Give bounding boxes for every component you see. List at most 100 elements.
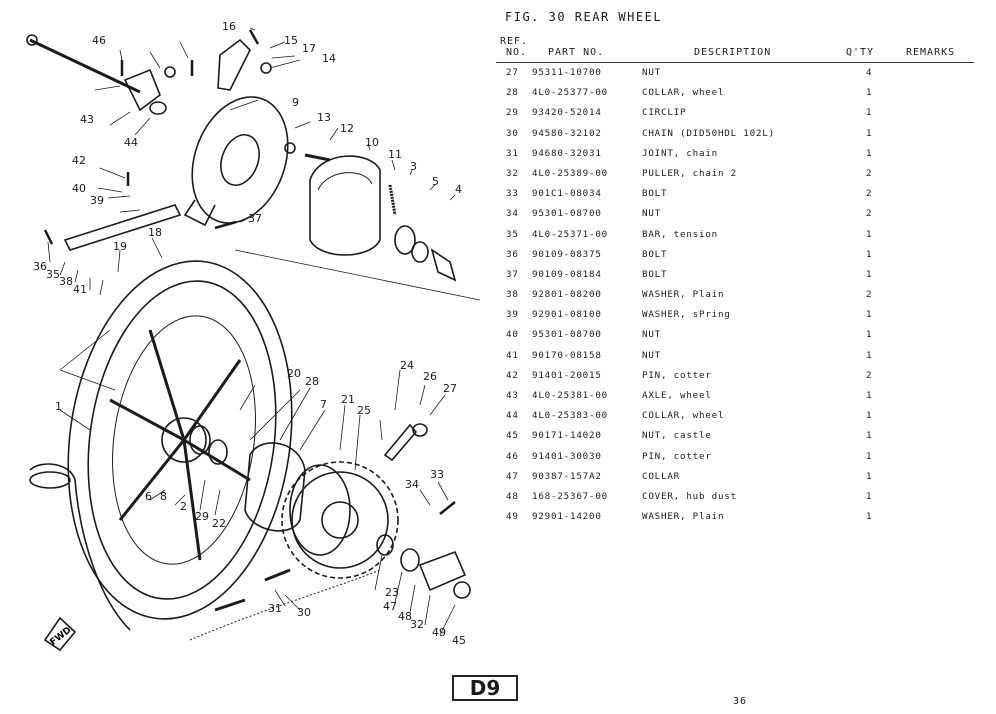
header-ref-no: NO.: [506, 47, 528, 58]
part-number-cell: 91401-30030: [532, 450, 602, 462]
washer-13-shape: [284, 142, 296, 154]
qty-cell: 1: [866, 228, 873, 240]
callout-7: 7: [320, 398, 327, 411]
callout-11: 11: [388, 148, 402, 161]
part-number-cell: 4L0-25389-00: [532, 167, 608, 179]
ref-cell: 45: [506, 430, 519, 442]
wheel-collar-left: [149, 101, 167, 115]
callout-3: 3: [410, 160, 417, 173]
callout-15: 15: [284, 34, 298, 47]
chain-shape: [189, 569, 381, 641]
page-number: 36: [733, 696, 748, 707]
ref-cell: 33: [506, 188, 519, 200]
description-cell: BOLT: [642, 188, 668, 200]
callout-30: 30: [297, 606, 311, 619]
callout-18: 18: [148, 226, 162, 239]
part-number-cell: 95301-08700: [532, 329, 602, 341]
callout-20: 20: [287, 367, 301, 380]
callout-28: 28: [305, 375, 319, 388]
part-number-cell: 94680-32031: [532, 147, 602, 159]
callout-12: 12: [340, 122, 354, 135]
sprocket-shape: [291, 471, 389, 569]
description-cell: PULLER, chain 2: [642, 167, 737, 179]
qty-cell: 2: [866, 289, 873, 301]
header-part-no: PART NO.: [548, 47, 605, 58]
sprocket-hub-shape: [244, 442, 306, 532]
qty-cell: 1: [866, 450, 873, 462]
qty-cell: 1: [866, 268, 873, 280]
chain-puller-right: [418, 550, 467, 592]
callout-49: 49: [432, 626, 446, 639]
part-number-cell: 93420-52014: [532, 107, 602, 119]
description-cell: COLLAR, wheel: [642, 87, 725, 99]
assembly-guide-lines: [59, 249, 481, 441]
description-cell: NUT: [642, 208, 661, 220]
header-qty: Q'TY: [846, 47, 875, 58]
hub-shape: [161, 417, 207, 463]
ref-cell: 48: [506, 490, 519, 502]
description-cell: WASHER, Plain: [642, 511, 725, 523]
part-number-cell: 91401-20015: [532, 369, 602, 381]
description-cell: NUT: [642, 329, 661, 341]
description-cell: WASHER, Plain: [642, 289, 725, 301]
description-cell: COVER, hub dust: [642, 490, 737, 502]
section-badge: D9: [452, 675, 518, 701]
callout-24: 24: [400, 359, 414, 372]
ref-cell: 42: [506, 369, 519, 381]
ref-cell: 49: [506, 511, 519, 523]
ref-cell: 39: [506, 309, 519, 321]
ref-cell: 43: [506, 390, 519, 401]
qty-cell: 1: [866, 430, 873, 442]
part-number-cell: 95301-08700: [532, 208, 602, 220]
callout-37: 37: [248, 212, 262, 225]
qty-cell: 1: [866, 87, 873, 99]
callout-32: 32: [410, 618, 424, 631]
callout-39: 39: [90, 194, 104, 207]
callout-23: 23: [385, 586, 399, 599]
ref-cell: 27: [506, 67, 519, 78]
callout-14: 14: [322, 52, 336, 65]
header-ref-top: REF.: [500, 36, 529, 47]
part-number-cell: 90171-14020: [532, 430, 602, 442]
callout-4: 4: [455, 183, 462, 196]
callout-29: 29: [195, 510, 209, 523]
description-cell: WASHER, sPring: [642, 309, 731, 321]
callout-9: 9: [292, 96, 299, 109]
part-number-cell: 92901-14200: [532, 511, 602, 523]
ref-cell: 34: [506, 208, 519, 220]
callout-21: 21: [341, 393, 355, 406]
callout-19: 19: [113, 240, 127, 253]
spacer-shape: [411, 241, 429, 263]
bolt-nut-shape: [164, 66, 176, 78]
tire-section: [29, 471, 71, 489]
chain-puller-left: [123, 68, 161, 112]
link-nut-shape: [412, 423, 428, 437]
brake-shoe-lining: [317, 172, 373, 191]
brake-plate-shape: [191, 96, 289, 224]
part-number-cell: 90387-157A2: [532, 470, 602, 482]
callout-35: 35: [46, 268, 60, 281]
callout-leader-lines: [47, 27, 456, 636]
brake-spring-shape: [388, 184, 397, 216]
castle-nut-shape: [453, 581, 471, 599]
part-number-cell: 4L0-25371-00: [532, 228, 608, 240]
qty-cell: 4: [866, 67, 873, 78]
callout-44: 44: [124, 136, 138, 149]
callout-40: 40: [72, 182, 86, 195]
callout-6: 6: [145, 490, 152, 503]
header-divider: [496, 62, 974, 63]
part-number-cell: 4L0-25381-00: [532, 390, 608, 401]
